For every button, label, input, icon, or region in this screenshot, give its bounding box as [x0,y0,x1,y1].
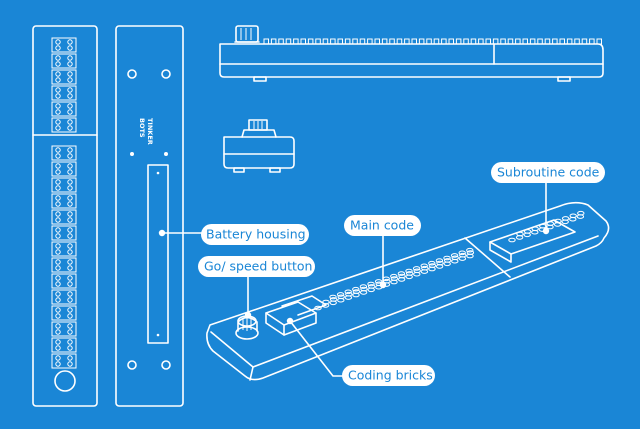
logo-line2: BOTS [138,118,146,138]
side-brick-studs [263,38,602,45]
brick-stud [443,258,452,263]
brick-slot [51,177,77,193]
screw-icon [161,360,171,370]
callout-label: Battery housing [206,227,306,242]
isometric-board [206,201,610,381]
lower-brick-slots [51,145,77,369]
brick-stud [329,297,338,302]
brick-slot [51,305,77,321]
brick-stud [360,286,368,292]
knob [235,25,259,43]
knob [248,119,268,131]
subroutine-code-bricks [489,210,585,263]
brick-stud [390,273,398,279]
callout-label: Coding bricks [348,368,433,383]
dial-circle [54,370,76,392]
brick-slot [51,321,77,337]
brick-stud [458,250,466,256]
back-view-panel: TINKER BOTS [115,25,184,407]
brick-stud [412,266,421,271]
brick-stud [345,291,353,297]
brick-stud [329,294,337,300]
upper-brick-slots [51,37,77,133]
brick-slot [51,85,77,101]
side-elevation [219,25,604,82]
brick-stud [344,289,352,295]
brick-stud [436,260,444,266]
brick-stud [561,216,570,221]
screw-icon [130,152,134,156]
brick-stud [466,247,474,253]
brick-stud [337,294,345,300]
brick-stud [577,210,585,216]
brick-slot [51,161,77,177]
callout-leaders [158,182,550,377]
brick-stud [352,286,360,292]
callout-coding-bricks: Coding bricks [342,365,435,386]
brick-slot [51,69,77,85]
brick-stud [367,284,376,289]
brick-stud [569,213,577,219]
brick-stud [352,289,361,294]
battery-housing [147,164,169,344]
callout-battery-housing: Battery housing [201,224,309,245]
callout-main-code: Main code [344,215,421,236]
brick-stud [421,265,429,271]
brick-stud [443,255,451,261]
screw-icon [164,152,168,156]
brick-stud [382,276,390,282]
brick-slot [51,353,77,369]
brick-stud [466,250,475,255]
brick-slot [51,225,77,241]
brick-stud [459,252,467,258]
brick-stud [336,292,345,297]
screw-icon [127,69,137,79]
callout-label: Go/ speed button [204,259,312,274]
brick-stud [367,281,375,287]
brick-stud [359,284,368,289]
brick-stud [420,263,428,269]
brick-stud [374,279,383,284]
main-code-bricks [314,247,475,311]
brick-slot [51,337,77,353]
callout-subroutine-code: Subroutine code [491,162,605,183]
brick-slot [51,101,77,117]
brick-slot [51,241,77,257]
brick-stud [435,258,444,263]
brick-stud [405,271,414,276]
callout-go-speed-button: Go/ speed button [198,256,315,277]
brick-stud [390,276,399,281]
brick-slot [51,37,77,53]
brick-slot [51,193,77,209]
brick-stud [398,273,406,279]
screw-icon [161,69,171,79]
end-elevation [223,119,295,173]
brick-slot [51,209,77,225]
brick-slot [51,257,77,273]
logo-line1: TINKER [146,118,154,145]
brick-stud [450,253,459,258]
brick-stud [451,255,459,261]
brick-stud [397,271,406,276]
brick-stud [405,268,413,274]
brick-slot [51,53,77,69]
bottom-view-panel [32,25,98,407]
callout-label: Subroutine code [497,165,600,180]
brick-stud [413,268,421,274]
screw-icon [127,360,137,370]
brick-stud [428,260,436,266]
brick-slot [51,117,77,133]
brick-stud [508,237,516,243]
brick-stud [314,305,322,311]
callout-label: Main code [350,218,414,233]
brick-stud [428,263,437,268]
brick-slot [51,145,77,161]
brick-slot [51,273,77,289]
brick-slot [51,289,77,305]
go-speed-button [235,315,259,340]
